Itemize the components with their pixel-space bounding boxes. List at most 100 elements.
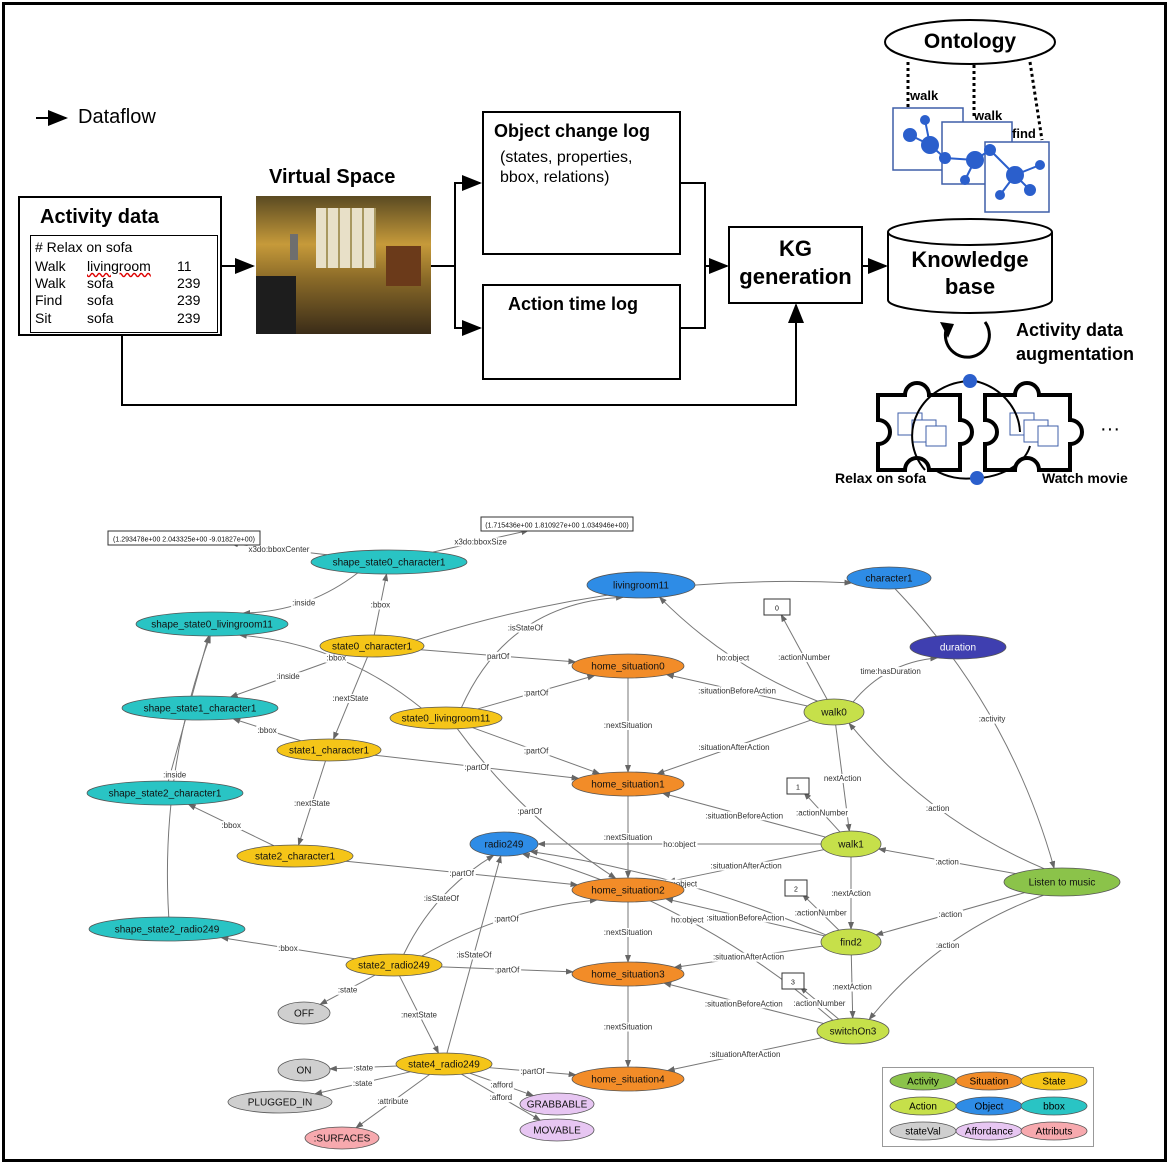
graph-node-label-home_situation0: home_situation0 (591, 662, 665, 673)
graph-edge-label-bg (709, 861, 783, 871)
row-id: 239 (177, 310, 201, 326)
graph-edge-label: ho:object (665, 880, 698, 889)
graph-node (571, 771, 685, 797)
graph-edge-label-bg (670, 915, 706, 925)
graph-node-label-duration: duration (940, 643, 976, 654)
graph-edge-label: :isStateOf (508, 624, 544, 633)
activity-data-title: Activity data (40, 206, 159, 228)
row-id: 11 (177, 258, 192, 274)
graph-node-label-grabbable: GRABBABLE (527, 1100, 588, 1111)
object-change-log-line: (states, properties, (500, 149, 633, 166)
graph-node-label-livingroom11: livingroom11 (613, 581, 669, 592)
legend-label: Activity (907, 1077, 939, 1088)
graph-edge-label: :state (353, 1079, 373, 1088)
graph-edge-label: :situationAfterAction (698, 743, 769, 752)
graph-node-label-listen: Listen to music (1029, 878, 1096, 889)
graph-edge-label-bg (522, 746, 551, 756)
graph-edge-label-bg (325, 653, 347, 663)
graph-edge-label-bg (277, 944, 299, 954)
graph-edge-label: :inside (277, 672, 301, 681)
action-time-log-title: Action time log (508, 294, 638, 314)
graph-edge-label: :inside (292, 598, 316, 607)
graph-edge-label: ho:object (663, 840, 696, 849)
graph-node-label-character1: character1 (865, 574, 913, 585)
graph-literal-box (763, 598, 791, 616)
graph-node (816, 1017, 890, 1045)
graph-edge-label-bg (697, 686, 777, 696)
activity-script-panel: # Relax on sofa Walk livingroom 11 Walk … (30, 235, 218, 333)
graph-node (276, 738, 382, 762)
knowledge-base-line: Knowledge (911, 247, 1029, 272)
graph-edge-label: :actionNumber (793, 999, 845, 1008)
graph-node (277, 1001, 331, 1025)
graph-node (571, 653, 685, 679)
graph-edge-label: :attribute (377, 1097, 409, 1106)
graph-node-label-state4_radio249: state4_radio249 (408, 1060, 480, 1071)
graph-edge-label: :nextAction (831, 889, 871, 898)
row-object: sofa (87, 292, 114, 308)
graph-node-label-walk1: walk1 (837, 840, 864, 851)
graph-edge-label-bg (292, 798, 332, 808)
graph-edge-label: :partOf (464, 763, 489, 772)
graph-edge-label: :isStateOf (456, 950, 492, 959)
graph-edge-label: :actionNumber (795, 908, 847, 917)
graph-edge-label-bg (777, 652, 832, 662)
graph-edge-label: ho:object (717, 654, 750, 663)
graph-literal-box (107, 530, 261, 546)
graph-node (571, 877, 685, 903)
graph-node-label-switchOn3: switchOn3 (830, 1027, 877, 1038)
graph-edge-label-bg (506, 623, 545, 633)
augmentation-line: Activity data (1016, 320, 1124, 340)
graph-edge-label-bg (256, 725, 278, 735)
graph-edge-label-bg (247, 545, 311, 555)
graph-node-label-shape_state2_radio249: shape_state2_radio249 (115, 925, 220, 936)
graph-node (395, 1052, 493, 1076)
graph-edge-label-bg (453, 537, 509, 547)
graph-edge-label-bg (792, 999, 847, 1009)
graph-edge-label-bg (602, 721, 654, 730)
graph-edge-label: :actionNumber (796, 808, 848, 817)
graph-edge-label-bg (934, 857, 960, 867)
graph-edge-label: :state (354, 1063, 374, 1072)
graph-edge-label: :activity (979, 715, 1006, 724)
legend-label: bbox (1043, 1102, 1065, 1113)
legend-swatch (1020, 1071, 1088, 1091)
graph-node (1003, 867, 1121, 897)
graph-edge-label: :afford (490, 1093, 513, 1102)
graph-edge-label-bg (663, 879, 699, 889)
graph-node (86, 780, 244, 806)
knowledge-base-line: base (944, 274, 996, 299)
ontology-find-label: find (1012, 126, 1036, 141)
graph-node (227, 1090, 333, 1114)
graph-edge-label-bg (704, 811, 785, 821)
graph-edge-label: partOf (487, 652, 510, 661)
graph-edge-label-bg (795, 808, 850, 818)
graph-node (135, 611, 289, 637)
graph-edge-label: :situationBeforeAction (698, 686, 776, 695)
graph-edge-label-bg (336, 985, 359, 995)
graph-node (571, 1066, 685, 1092)
graph-edge-label: :situationBeforeAction (706, 913, 784, 922)
graph-edge-label: :bbox (221, 821, 241, 830)
graph-node (345, 953, 443, 977)
kg-generation-line: KG (779, 236, 812, 261)
graph-edge-label-bg (934, 941, 961, 951)
graph-node-label-num0: 0 (775, 606, 779, 613)
graph-edge-label-bg (351, 1078, 374, 1088)
graph-edge-label: ho:object (671, 915, 704, 924)
graph-node-label-num3: 3 (791, 980, 795, 987)
graph-edge-label-bg (516, 806, 544, 816)
graph-literal-box (784, 879, 808, 897)
graph-node (236, 844, 354, 868)
legend-label: Situation (970, 1077, 1009, 1088)
activity-data-box: Activity data # Relax on sofa Walk livin… (18, 196, 222, 336)
graph-edge-label-bg (369, 600, 392, 610)
legend-label: Affordance (965, 1127, 1014, 1138)
graph-edge-label: :inside (163, 770, 187, 779)
graph-node-label-movable: MOVABLE (533, 1126, 581, 1137)
graph-edge-label-bg (708, 1050, 782, 1060)
graph-node-label-bbox_size_val: (1.715436e+00 1.810927e+00 1.034946e+00) (485, 523, 628, 530)
legend-label: Object (975, 1102, 1004, 1113)
graph-edge-label-bg (602, 833, 654, 842)
